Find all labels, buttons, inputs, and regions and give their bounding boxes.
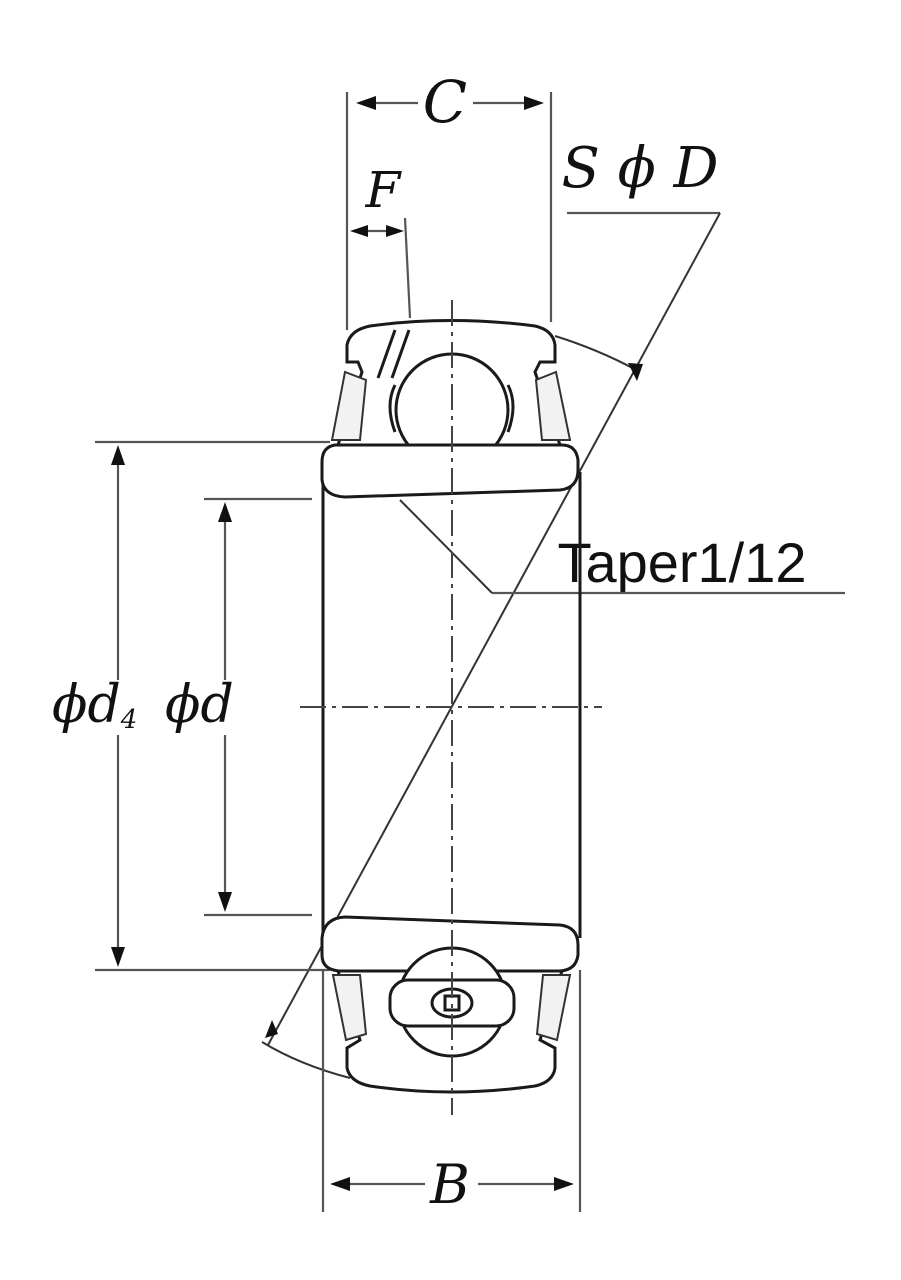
bottom-section <box>320 915 580 1094</box>
dimension-b: B <box>321 970 582 1216</box>
label-b: B <box>429 1153 470 1216</box>
center-lines <box>300 300 602 1115</box>
dimension-phid4: ϕd4 <box>52 440 330 972</box>
top-section <box>320 319 580 499</box>
arrow-icon <box>265 1020 278 1038</box>
arrow-right-icon <box>554 1177 574 1191</box>
dimension-c: C <box>345 68 553 330</box>
label-phid: ϕd <box>165 675 234 735</box>
label-f: F <box>365 161 403 219</box>
arrow-right-icon <box>386 225 404 237</box>
arrow-left-icon <box>330 1177 350 1191</box>
inner-ring <box>321 462 582 948</box>
dimension-phid: ϕd <box>165 497 312 917</box>
taper-callout: Taper1/12 <box>399 499 845 595</box>
arrow-up-icon <box>218 502 232 522</box>
arrow-left-icon <box>350 225 368 237</box>
label-taper: Taper1/12 <box>557 531 806 594</box>
label-c: C <box>423 68 467 136</box>
arrow-down-icon <box>218 892 232 912</box>
dimension-f: F <box>350 161 412 319</box>
arrow-icon <box>628 363 643 381</box>
label-phid4: ϕd4 <box>52 675 137 735</box>
dimension-sphid: S ϕ D <box>261 136 721 1079</box>
arrow-right-icon <box>524 96 544 110</box>
arrow-up-icon <box>111 445 125 465</box>
arrow-left-icon <box>356 96 376 110</box>
label-sphid: S ϕ D <box>561 136 718 201</box>
arrow-down-icon <box>111 947 125 967</box>
